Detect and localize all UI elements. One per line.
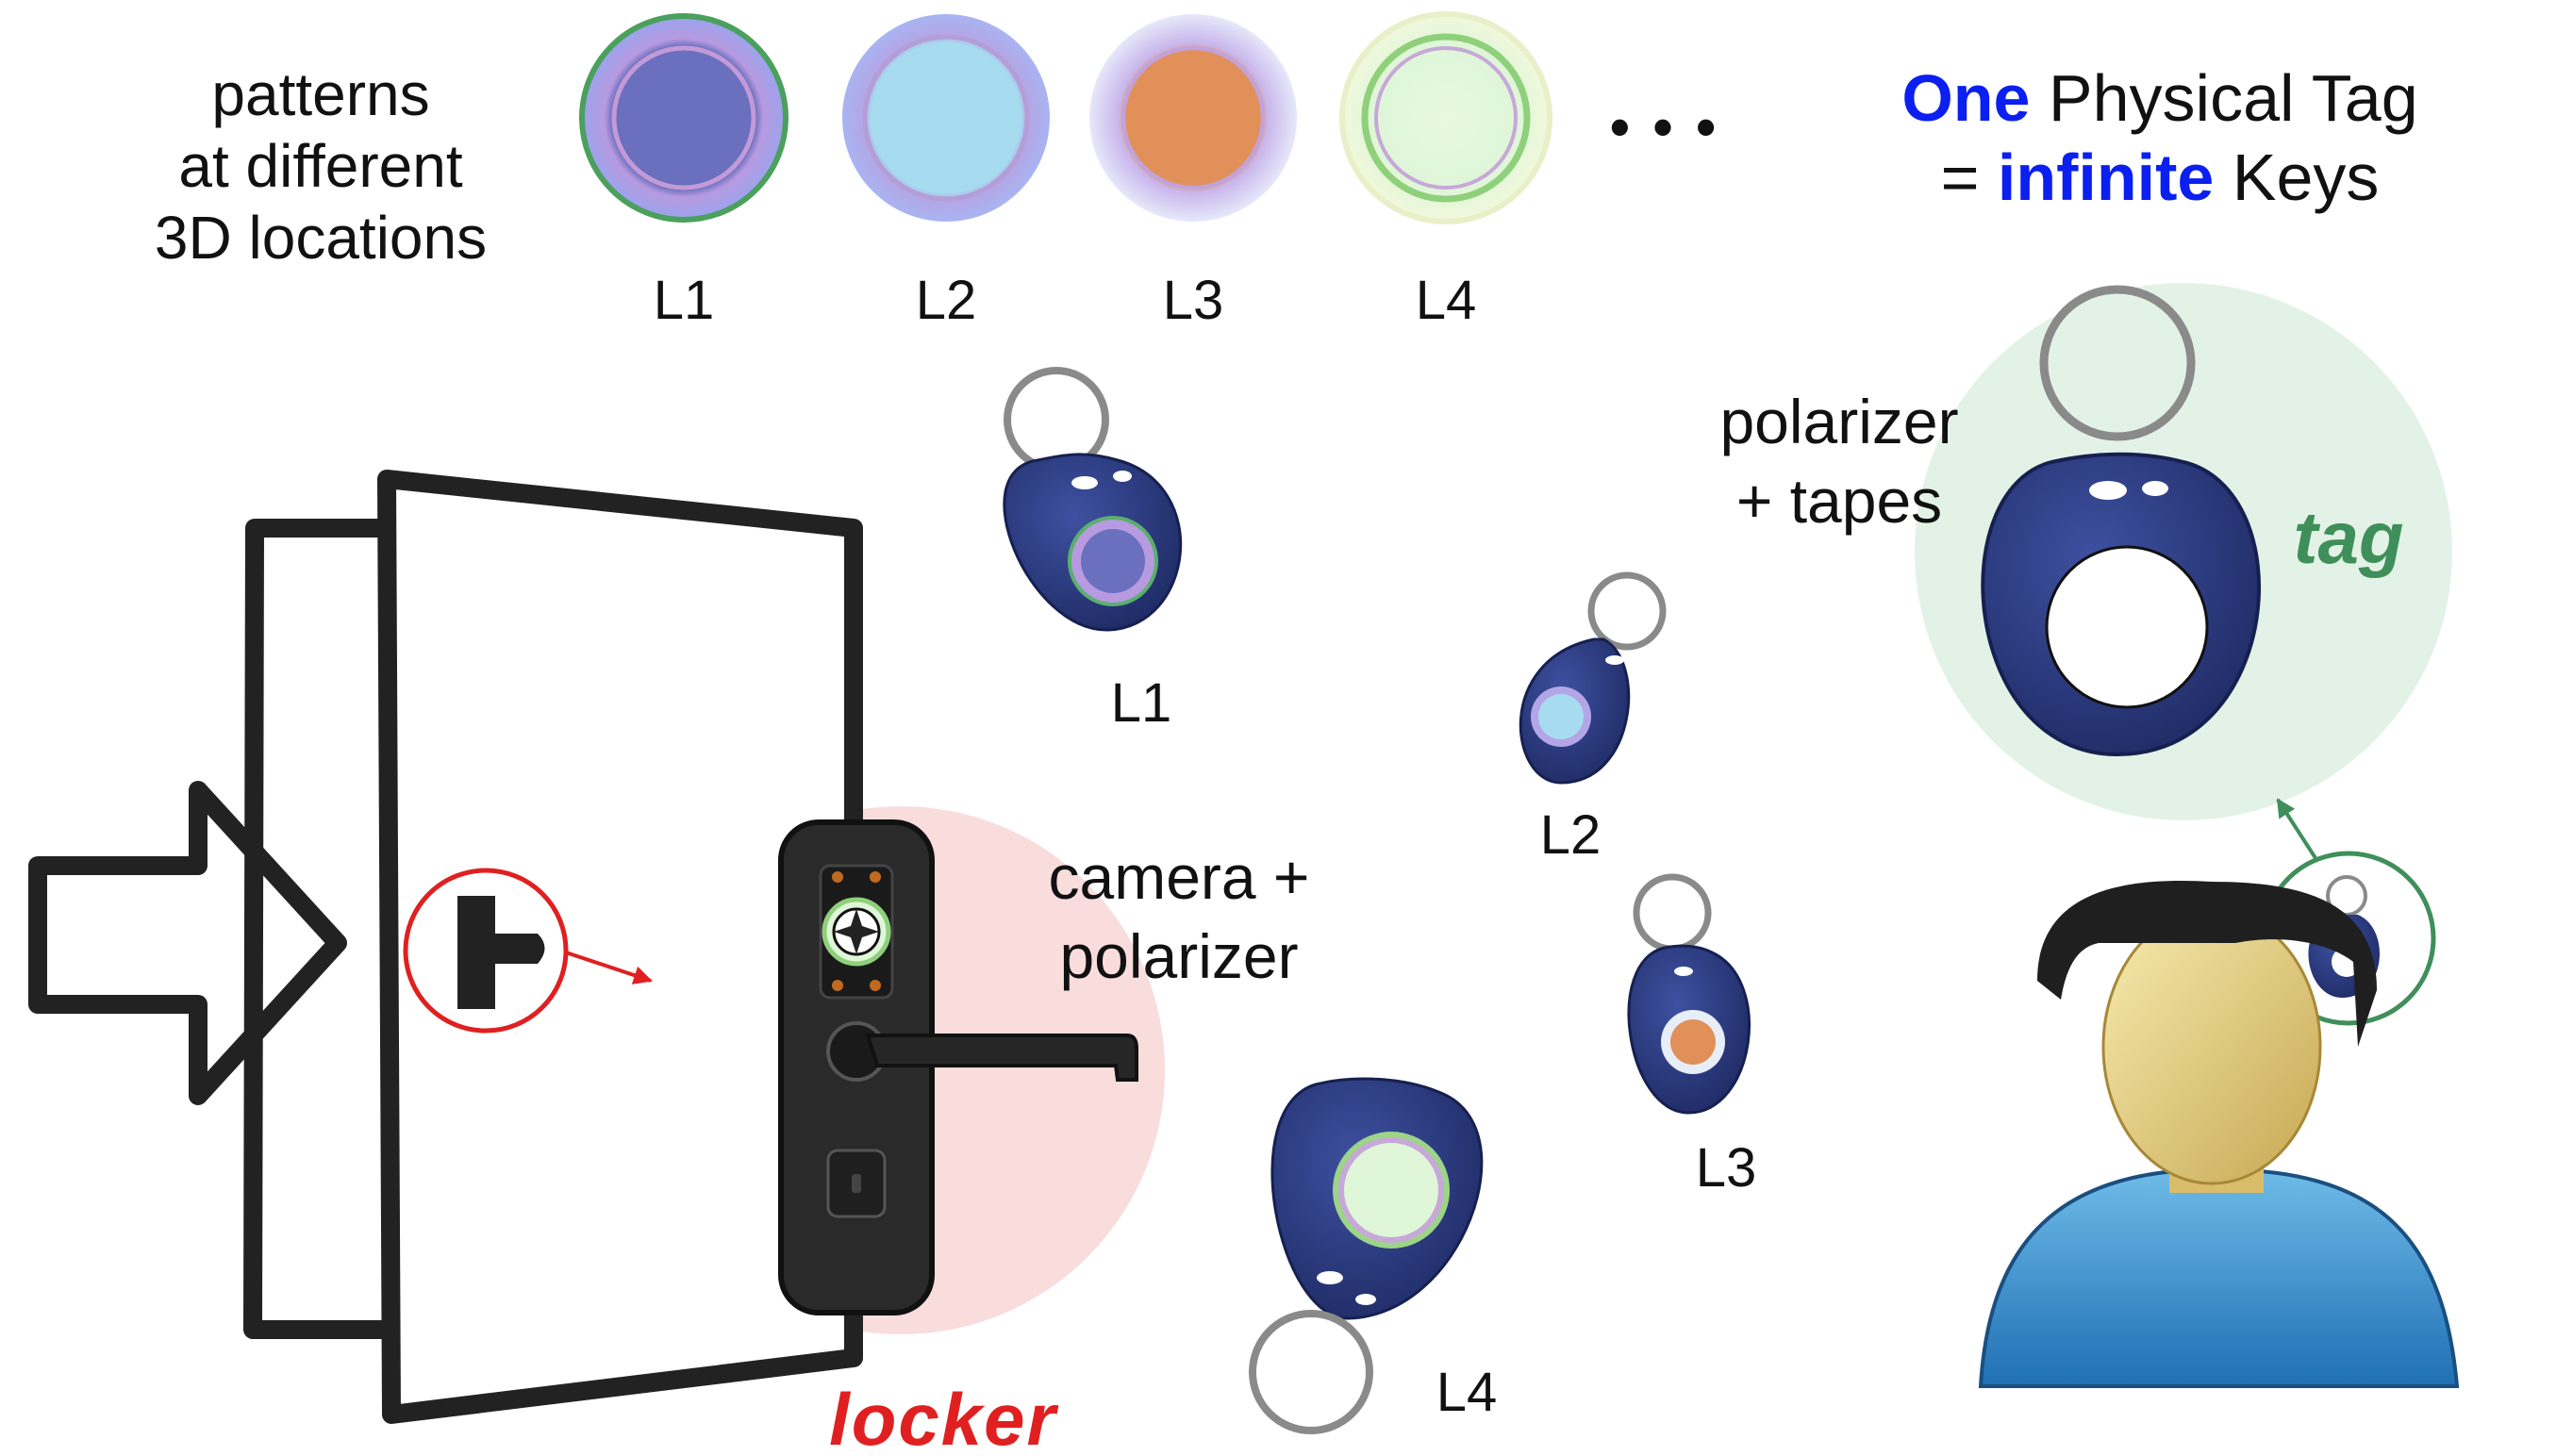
ellipsis: • • • <box>1609 95 1720 158</box>
keyfob-l3 <box>1627 873 1751 1115</box>
polarizer-line: polarizer <box>1059 921 1299 991</box>
keyfob-l2 <box>1519 571 1667 785</box>
patterns-caption: patterns at different 3D locations <box>94 58 547 273</box>
tagline-line2: = infinite Keys <box>1773 138 2547 217</box>
tagline-physical-tag: Physical Tag <box>2030 61 2418 135</box>
keyfob-label-l3: L3 <box>1695 1137 1757 1199</box>
polarizer-tapes-label: polarizer + tapes <box>1655 382 2023 540</box>
camera-polarizer-label: camera + polarizer <box>1000 837 1358 996</box>
polarizer-tapes-line2: + tapes <box>1735 466 1943 536</box>
user-avatar-icon <box>1978 880 2460 1388</box>
patterns-caption-line1: patterns <box>211 60 430 128</box>
pattern-l4 <box>1339 11 1552 224</box>
zoom-arrow-red <box>565 951 653 984</box>
pattern-label-l3: L3 <box>1162 270 1224 331</box>
keyfob-label-l1: L1 <box>1110 672 1172 734</box>
pattern-l3 <box>1089 14 1297 222</box>
polarizer-tapes-line1: polarizer <box>1719 387 1959 456</box>
tagline-one: One <box>1901 61 2031 135</box>
keyfob-label-l2: L2 <box>1539 804 1602 866</box>
door-handle-icon <box>457 896 545 1009</box>
keyfob-label-l4: L4 <box>1436 1362 1498 1423</box>
tagline-line1: One Physical Tag <box>1773 58 2547 138</box>
tagline-infinite: infinite <box>1997 141 2215 214</box>
locker-label: locker <box>829 1378 1057 1456</box>
smart-lock-icon <box>778 819 1138 1315</box>
patterns-caption-line3: 3D locations <box>154 204 488 272</box>
tagline: One Physical Tag = infinite Keys <box>1773 58 2547 217</box>
patterns-caption-line2: at different <box>178 132 463 200</box>
tag-label: tag <box>2293 496 2404 579</box>
camera-line: camera + <box>1048 842 1310 912</box>
door-frame <box>243 519 396 1339</box>
pattern-label-l4: L4 <box>1415 270 1477 331</box>
keyfob-l4 <box>1249 1077 1484 1434</box>
pattern-label-l1: L1 <box>653 270 715 331</box>
pattern-l2 <box>842 14 1050 222</box>
pattern-l1 <box>579 13 788 223</box>
pattern-label-l2: L2 <box>915 270 977 331</box>
zoom-arrow-green <box>2276 798 2317 860</box>
door-icon <box>377 470 863 1424</box>
entry-arrow-icon <box>28 781 347 1105</box>
tagline-keys: Keys <box>2214 141 2380 214</box>
tag-keyfob-icon <box>1981 285 2261 757</box>
keyfob-l1 <box>1003 367 1183 632</box>
tagline-equals: = <box>1940 141 1998 214</box>
